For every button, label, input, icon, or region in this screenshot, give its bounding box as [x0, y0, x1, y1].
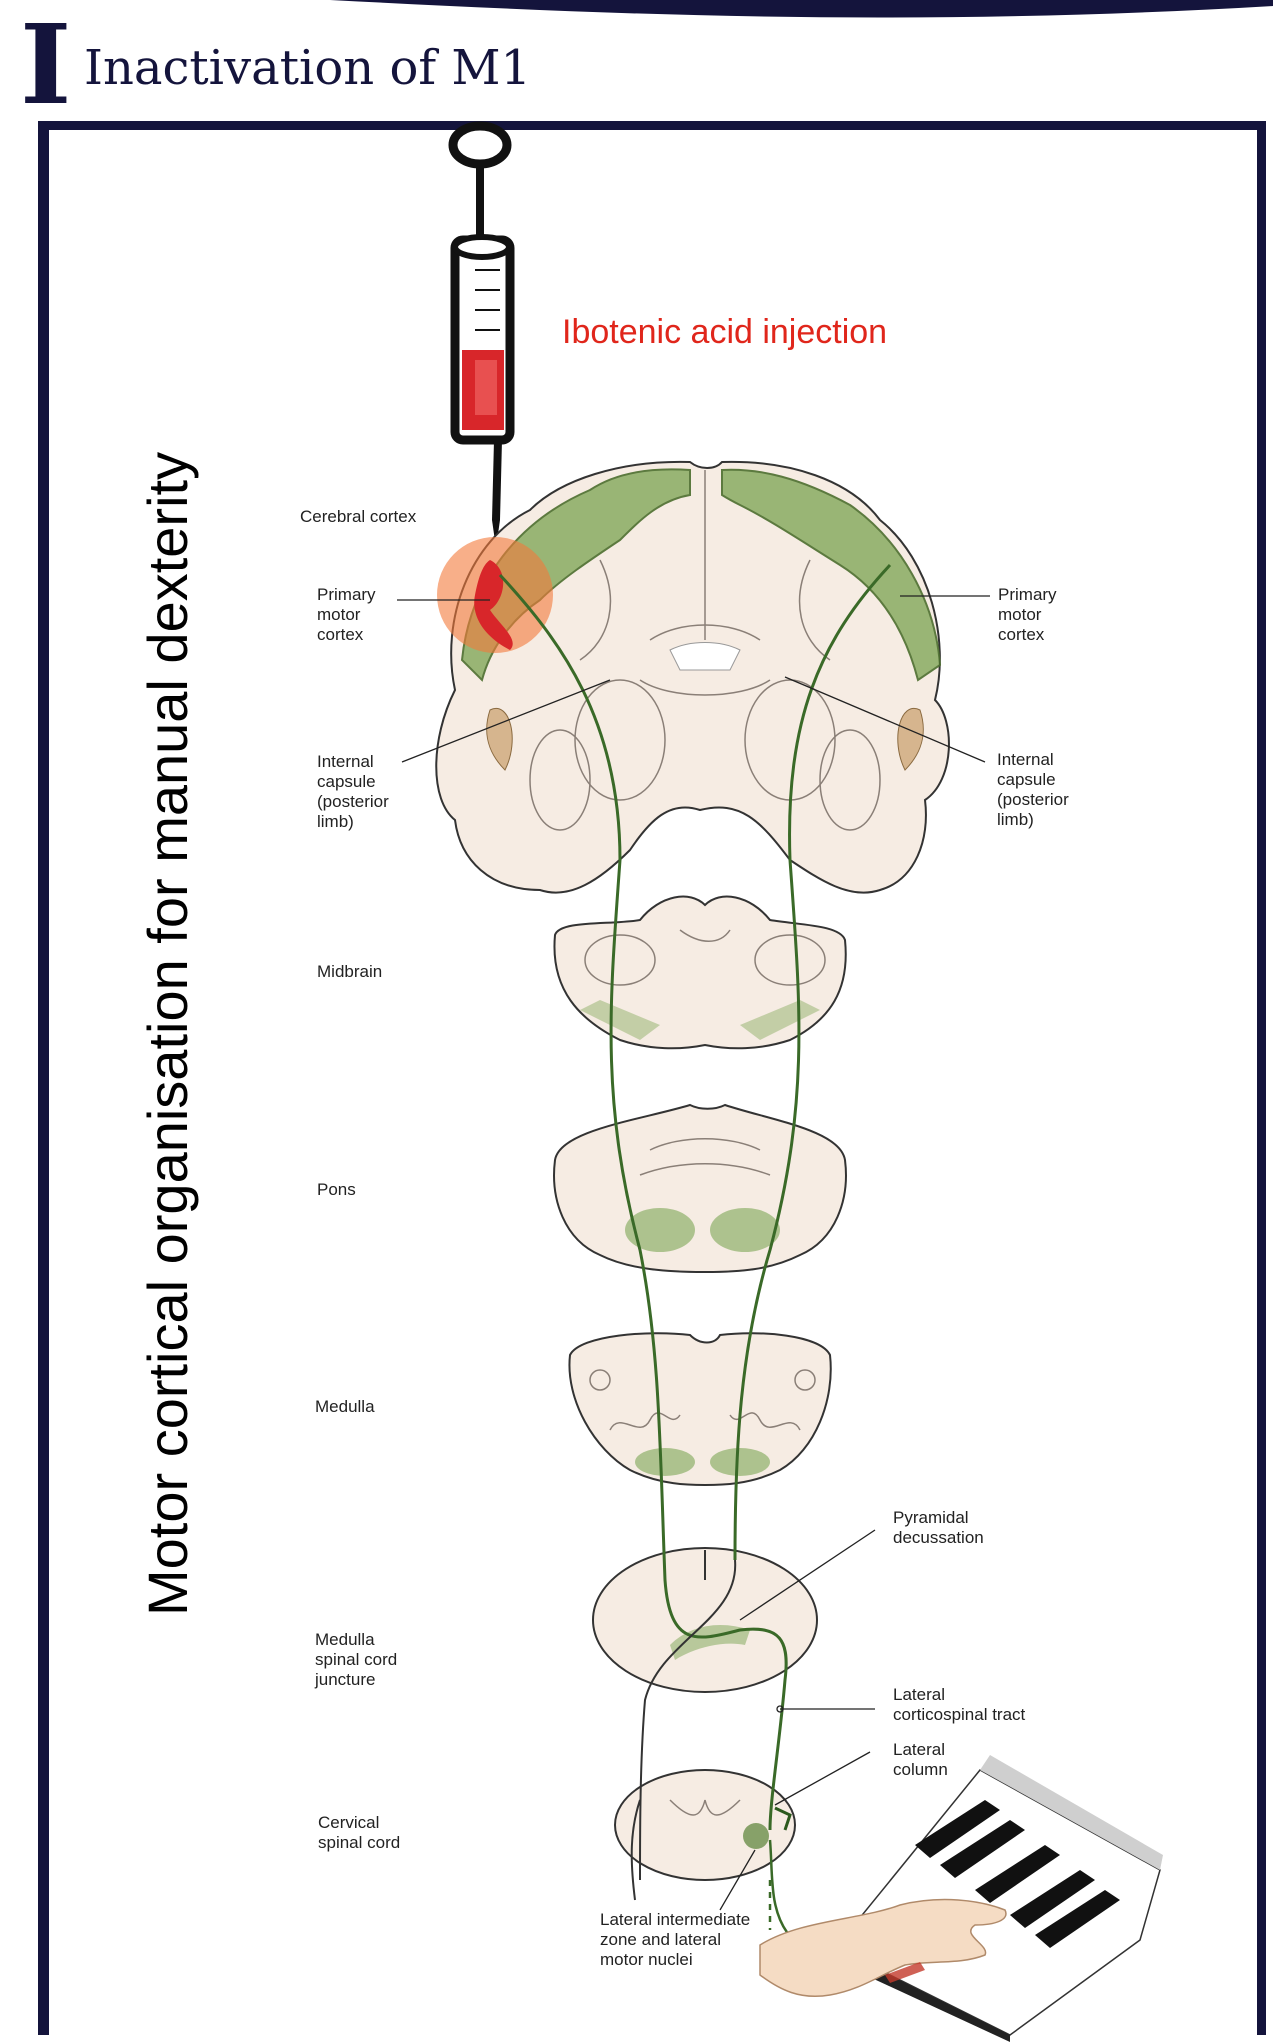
- label-internal-capsule-right: Internal capsule (posterior limb): [997, 750, 1069, 830]
- label-internal-capsule-left: Internal capsule (posterior limb): [317, 752, 389, 832]
- syringe-icon: [453, 126, 510, 548]
- label-pons: Pons: [317, 1180, 356, 1200]
- label-midbrain: Midbrain: [317, 962, 382, 982]
- injection-label: Ibotenic acid injection: [562, 313, 887, 352]
- juncture-section: [593, 1548, 817, 1692]
- label-medulla-spinal-cord-juncture: Medulla spinal cord juncture: [315, 1630, 397, 1690]
- lesion-spot: [437, 537, 553, 653]
- cervical-cord-section: [615, 1770, 795, 1880]
- cerebrum-section: [436, 462, 949, 893]
- label-cervical-spinal-cord: Cervical spinal cord: [318, 1813, 400, 1853]
- medulla-section: [569, 1333, 830, 1485]
- label-primary-motor-cortex-right: Primary motor cortex: [998, 585, 1057, 645]
- label-lateral-corticospinal-tract: Lateral corticospinal tract: [893, 1685, 1025, 1725]
- pons-section: [554, 1105, 846, 1272]
- label-medulla: Medulla: [315, 1397, 375, 1417]
- piano-illustration: [850, 1755, 1163, 2042]
- midbrain-section: [554, 897, 845, 1049]
- label-lateral-intermediate-zone: Lateral intermediate zone and lateral mo…: [600, 1910, 750, 1970]
- label-primary-motor-cortex-left: Primary motor cortex: [317, 585, 376, 645]
- label-lateral-column: Lateral column: [893, 1740, 948, 1780]
- label-pyramidal-decussation: Pyramidal decussation: [893, 1508, 984, 1548]
- label-cerebral-cortex: Cerebral cortex: [300, 507, 416, 527]
